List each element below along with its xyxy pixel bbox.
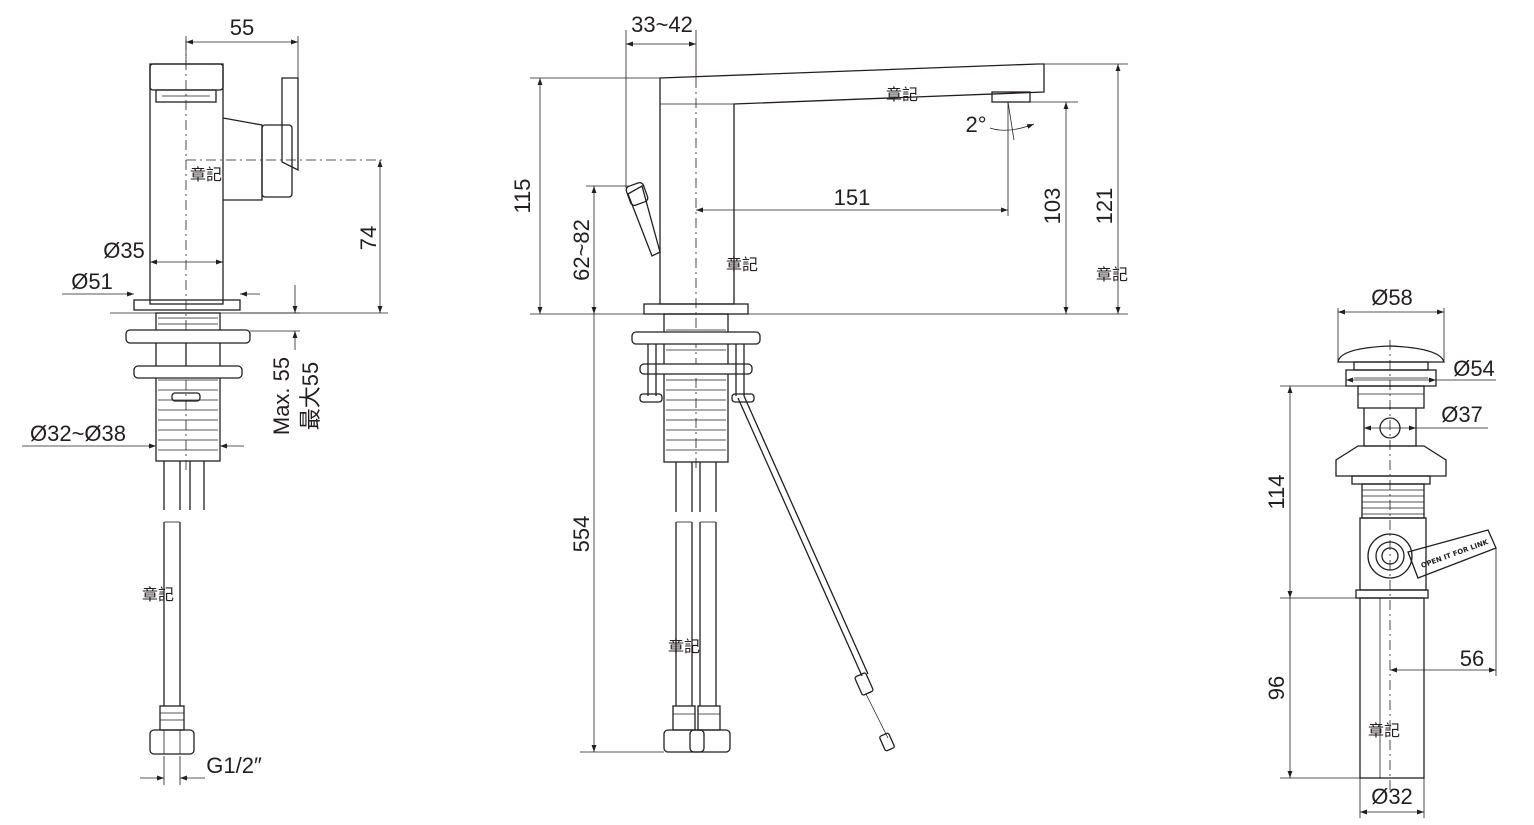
dim-hole-dia: Ø32~Ø38: [30, 421, 126, 446]
dim-max-thickness-zh: 最大55: [298, 362, 323, 430]
seal-mark: 章記: [1368, 721, 1400, 740]
dim-outlet-height: 103: [1040, 188, 1065, 225]
dim-spout-angle: 2°: [965, 112, 986, 137]
dim-total-height: 115: [510, 178, 535, 213]
shank-thread: [158, 317, 218, 451]
dim-lever-height: 62~82: [569, 219, 594, 281]
dim-cap-dia: Ø58: [1371, 285, 1413, 310]
dim-lever-range: 33~42: [631, 12, 693, 37]
seal-mark: 章記: [726, 255, 758, 274]
dim-tail-dia: Ø32: [1371, 784, 1413, 809]
dim-body-height: 114: [1264, 474, 1289, 509]
seal-mark: 章記: [886, 85, 918, 104]
dim-flange-dia: Ø54: [1453, 356, 1495, 381]
dim-tail-length: 96: [1264, 676, 1289, 700]
front-view: 33~42 2° 151 115 62~82 554 103 121 章記 章記…: [510, 12, 1128, 753]
dim-spout-reach: 151: [834, 185, 871, 210]
dim-hose-length: 554: [569, 516, 594, 553]
dim-inner-dia: Ø37: [1441, 402, 1483, 427]
dim-thread: G1/2″: [206, 753, 262, 778]
dim-max-thickness-en: Max. 55: [269, 357, 294, 435]
side-view: 55 74 Ø35 Ø51 Max. 55 最大55 Ø32~Ø38 G1/2″…: [22, 15, 388, 785]
dim-body-dia: Ø35: [103, 238, 145, 263]
dim-top-height: 121: [1092, 188, 1117, 225]
dim-base-dia: Ø51: [71, 269, 113, 294]
dim-width: 55: [230, 15, 254, 40]
seal-mark: 章記: [668, 637, 700, 656]
front-shank-thread: [666, 329, 726, 451]
seal-mark: 章記: [190, 165, 222, 184]
seal-mark: 章記: [142, 585, 174, 604]
drain-view: OPEN IT FOR LINK Ø58 Ø54 Ø37 114 96 56 Ø…: [1264, 285, 1497, 818]
seal-mark: 章記: [1096, 265, 1128, 284]
dim-rod-offset: 56: [1460, 646, 1484, 671]
dim-aerator-height: 74: [356, 226, 381, 250]
